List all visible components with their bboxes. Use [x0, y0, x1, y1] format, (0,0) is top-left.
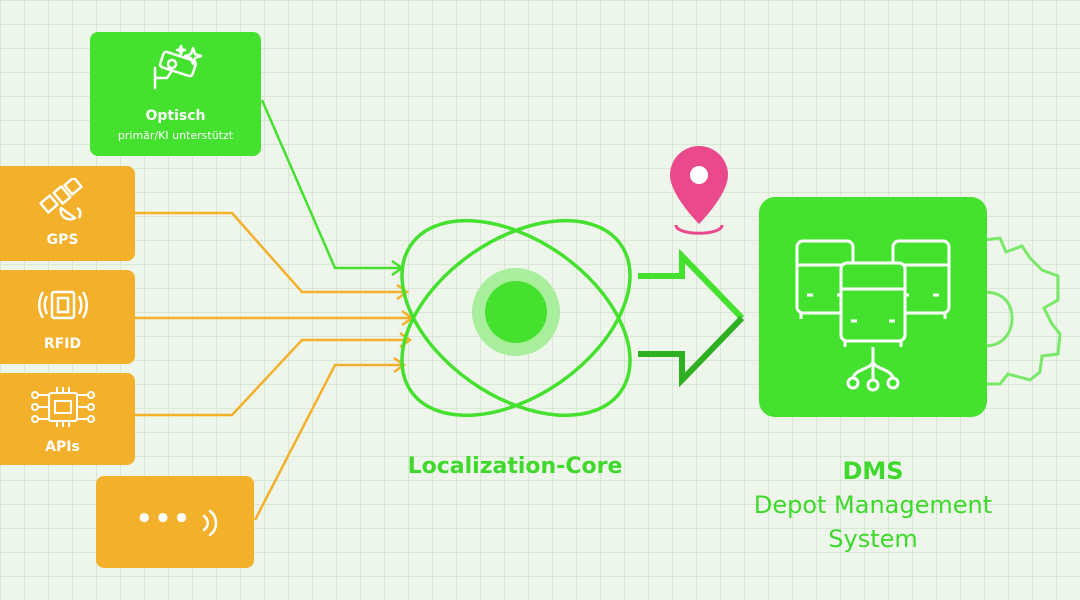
- gps-label: GPS: [46, 232, 79, 248]
- dms-box[interactable]: [759, 197, 987, 417]
- rfid-tag-icon: [37, 290, 88, 320]
- wireless-signal-icon: [202, 509, 218, 537]
- connector-more: [253, 356, 407, 521]
- connector-apis: [135, 331, 413, 417]
- dms-title: DMS: [842, 457, 904, 485]
- optisch-label: Optisch: [145, 108, 206, 124]
- source-optisch[interactable]: Optisch primär/KI unterstützt: [90, 32, 261, 156]
- source-apis[interactable]: APIs: [0, 373, 135, 465]
- more-dots: •••: [136, 504, 192, 534]
- satellite-icon: [38, 178, 83, 221]
- output-arrow-icon: [638, 248, 745, 388]
- optisch-sublabel: primär/KI unterstützt: [117, 129, 234, 142]
- gear-icon: [983, 236, 1062, 386]
- source-gps[interactable]: GPS: [0, 166, 135, 261]
- camera-sparkle-icon: [153, 44, 202, 90]
- dms-label: DMS Depot Management System: [720, 454, 1026, 556]
- connector-optisch: [260, 99, 405, 277]
- rfid-label: RFID: [43, 336, 82, 352]
- dms-subtitle-line2: System: [828, 525, 918, 553]
- atom-orbit-icon: [400, 218, 632, 418]
- core-label: Localization-Core: [407, 454, 623, 479]
- circuit-chip-icon: [30, 387, 95, 427]
- apis-label: APIs: [45, 439, 80, 455]
- source-rfid[interactable]: RFID: [0, 270, 135, 364]
- location-pin-icon: [670, 146, 728, 235]
- core-center: [485, 281, 547, 343]
- connector-rfid: [135, 309, 415, 327]
- buses-network-icon: [795, 239, 951, 392]
- source-more[interactable]: •••: [96, 476, 254, 568]
- connector-gps: [135, 211, 410, 301]
- dms-subtitle-line1: Depot Management: [753, 491, 993, 519]
